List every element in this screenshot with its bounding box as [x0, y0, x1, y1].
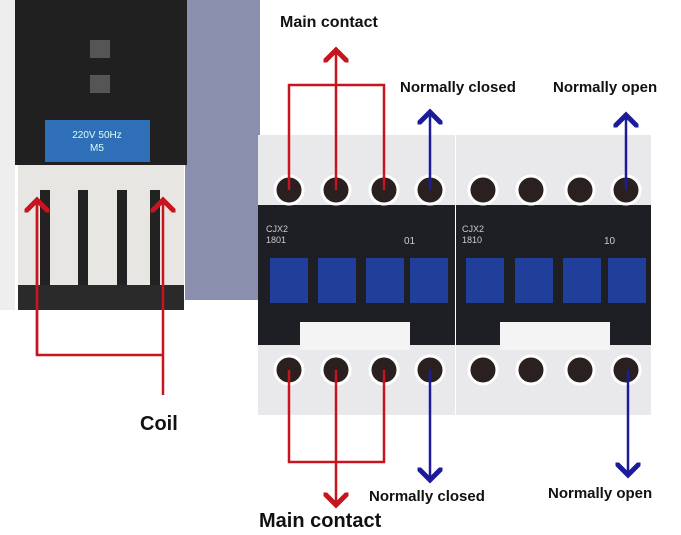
svg-text:1801: 1801 [266, 235, 286, 245]
svg-text:CJX2: CJX2 [462, 224, 484, 234]
svg-text:01: 01 [404, 236, 416, 247]
svg-text:M5: M5 [90, 143, 104, 154]
main-contact-top-label: Main contact [280, 14, 378, 31]
normally-closed-bottom-label: Normally closed [369, 488, 485, 505]
normally-open-bottom-label: Normally open [548, 485, 653, 502]
normally-closed-top-label: Normally closed [400, 79, 516, 96]
normally-open-top-label: Normally open [553, 79, 658, 96]
svg-text:1810: 1810 [462, 235, 482, 245]
svg-text:CJX2: CJX2 [266, 224, 288, 234]
backdrop [185, 0, 260, 300]
coil-label: Coil [140, 413, 178, 435]
main-contact-bottom-label: Main contact [259, 510, 382, 532]
svg-text:220V 50Hz: 220V 50Hz [72, 130, 121, 141]
main-contact-arrows [37, 50, 386, 505]
coil-side-contactor: 220V 50Hz M5 [15, 0, 187, 310]
coil-rating-plate [45, 120, 150, 162]
auxiliary-contact-arrows [430, 112, 628, 480]
svg-text:10: 10 [604, 236, 616, 247]
